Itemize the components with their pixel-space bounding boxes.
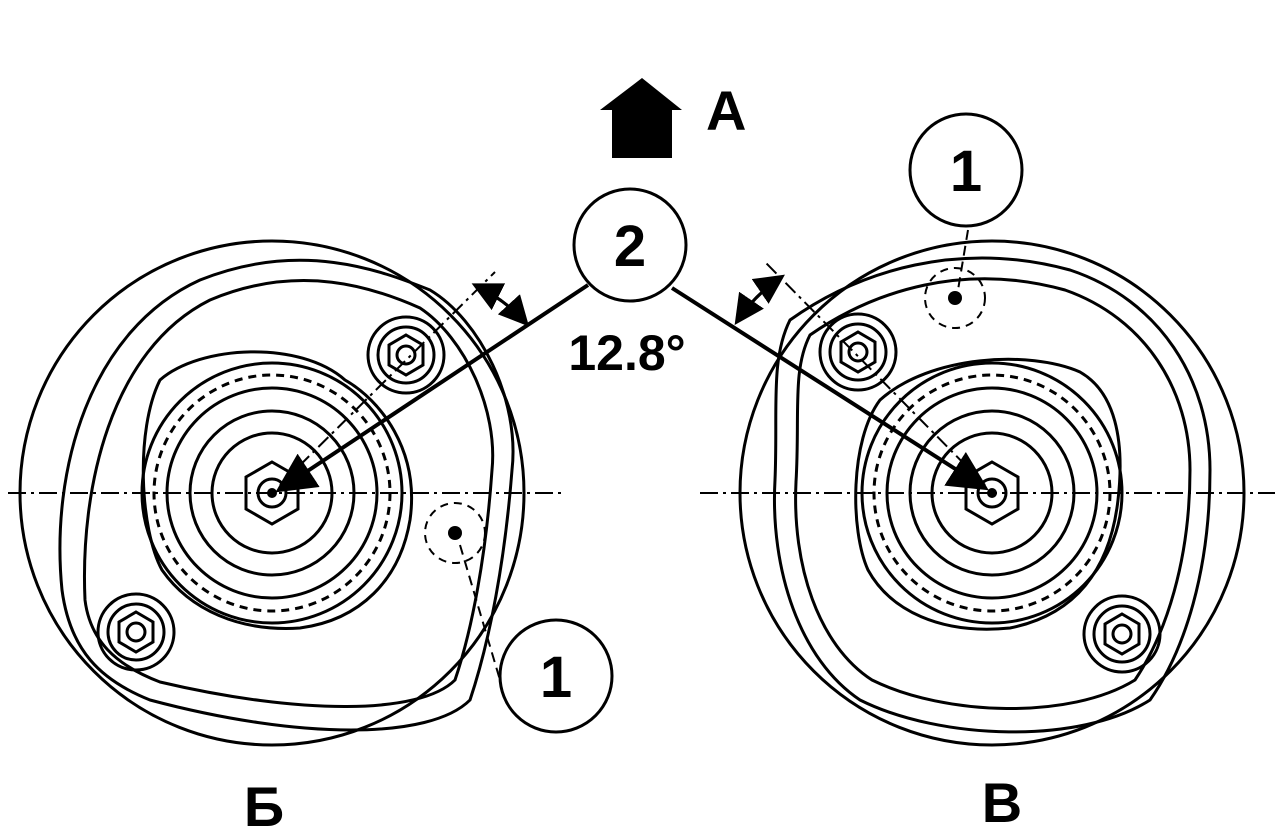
- left-top-bolt: [366, 315, 446, 395]
- left-mark-dot: [448, 526, 462, 540]
- left-bottom-bolt: [96, 592, 176, 672]
- right-mark-circle: [924, 267, 986, 329]
- left-angle-dimension: [471, 283, 530, 327]
- callout-1-left-number: 1: [540, 645, 572, 710]
- callout-1-right-number: 1: [950, 139, 982, 204]
- callout-2-number: 2: [614, 214, 646, 279]
- direction-label: A: [706, 79, 746, 142]
- right-bottom-bolt: [1082, 594, 1162, 674]
- right-leader-arrow: [670, 286, 989, 491]
- right-mount-plate-inner: [794, 277, 1192, 710]
- right-mark-dot: [948, 291, 962, 305]
- left-mount-plate-inner: [83, 279, 495, 708]
- left-leader-arrow: [275, 283, 590, 493]
- right-angle-dimension: [734, 274, 785, 325]
- callout-2: 2: [572, 187, 688, 303]
- right-mount-plate: [772, 256, 1212, 734]
- view-label-right: В: [982, 771, 1022, 834]
- angle-label: 12.8°: [568, 325, 685, 381]
- view-label-left: Б: [244, 775, 284, 838]
- left-mount-plate: [58, 258, 515, 732]
- left-mark-circle: [424, 502, 486, 564]
- right-top-bolt: [818, 312, 898, 392]
- left-strut-mount: [8, 239, 565, 747]
- right-strut-mount: [700, 229, 1275, 747]
- direction-arrow: [600, 78, 682, 158]
- callout-1-left: 1: [498, 618, 614, 734]
- callout-1-right: 1: [908, 112, 1024, 228]
